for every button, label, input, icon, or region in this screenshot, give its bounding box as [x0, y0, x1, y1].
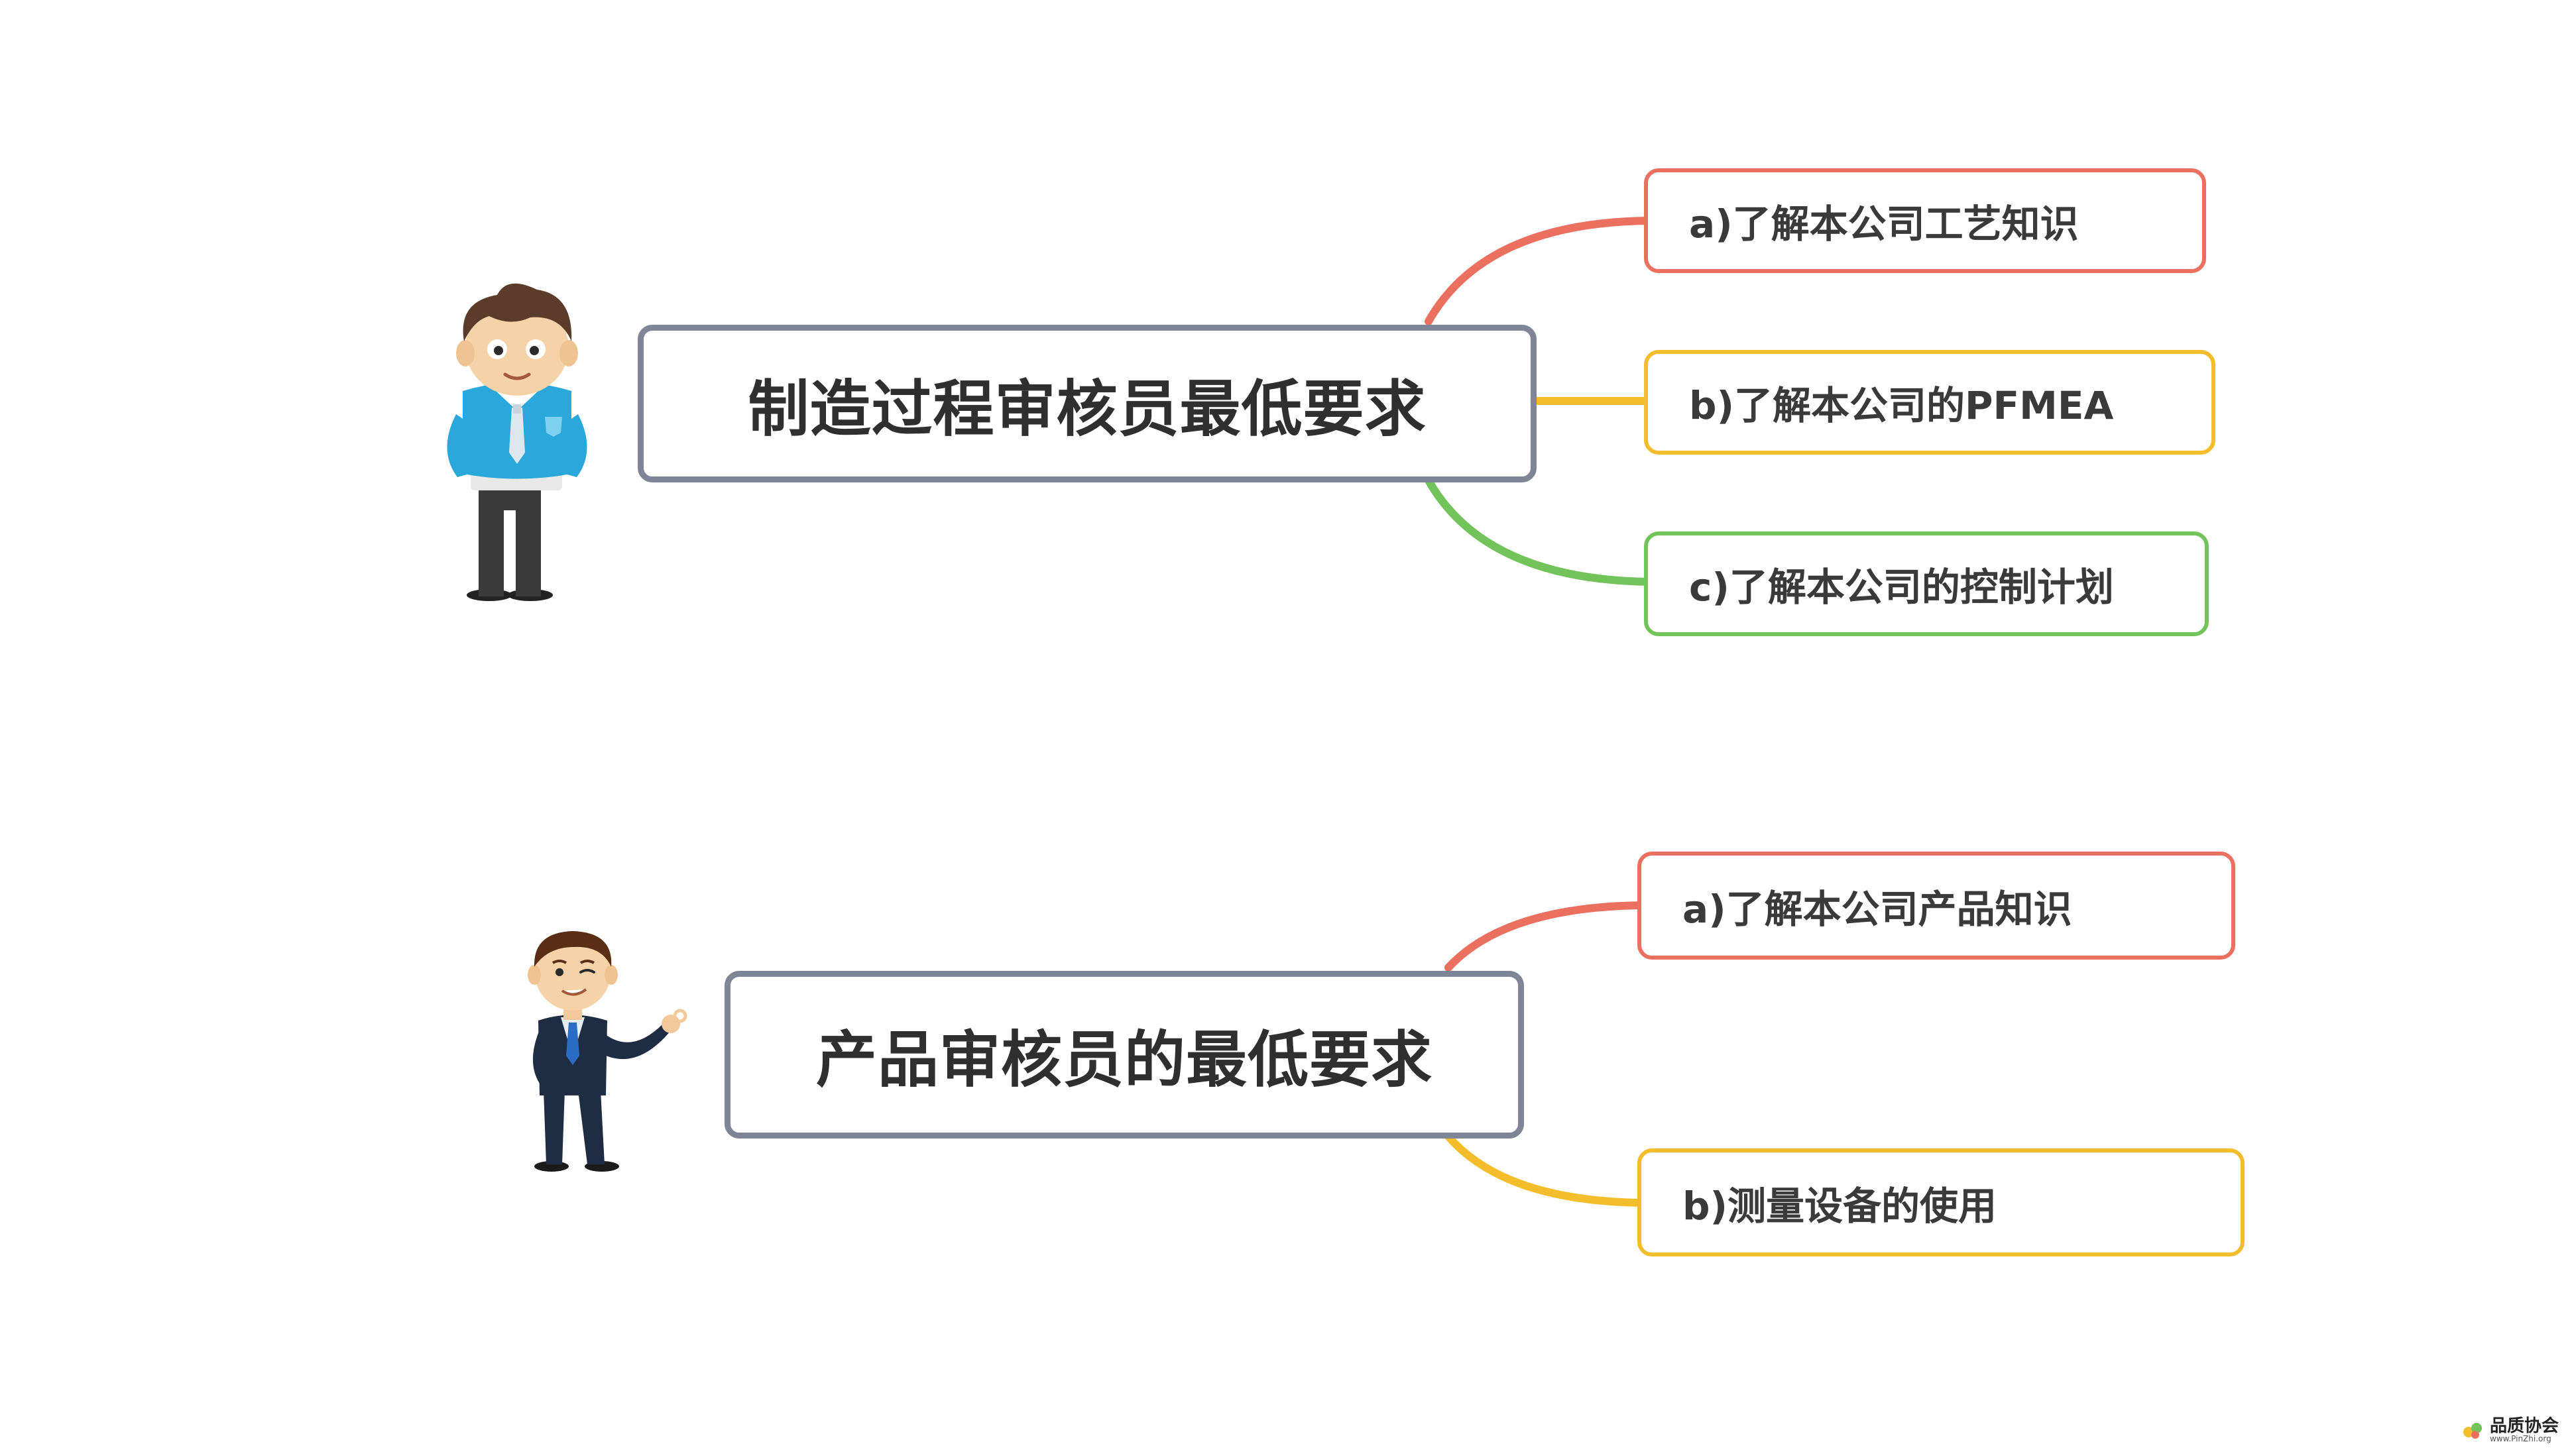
connector-g1-c: [1429, 480, 1651, 582]
watermark-title: 品质协会: [2490, 1418, 2559, 1435]
main-node-product-auditor: 产品审核员的最低要求: [725, 971, 1524, 1139]
child-node-label: a)了解本公司产品知识: [1682, 878, 2072, 934]
cartoon-man-blue-vest-icon: [431, 275, 603, 606]
cartoon-businessman-ok-gesture-icon: [524, 924, 696, 1173]
main-node-process-auditor: 制造过程审核员最低要求: [638, 325, 1537, 482]
connector-g2-b: [1448, 1137, 1644, 1203]
child-node-label: b)测量设备的使用: [1682, 1175, 1997, 1231]
watermark: 品质协会 www.PinZhi.org: [2462, 1418, 2559, 1443]
child-node-pfmea: b)了解本公司的PFMEA: [1644, 350, 2215, 455]
child-node-product-knowledge: a)了解本公司产品知识: [1637, 852, 2235, 960]
pinzhi-logo-icon: [2462, 1420, 2485, 1440]
connector-g2-a: [1448, 905, 1644, 968]
main-node-product-auditor-title: 产品审核员的最低要求: [816, 1011, 1433, 1099]
child-node-label: b)了解本公司的PFMEA: [1689, 374, 2113, 430]
child-node-label: a)了解本公司工艺知识: [1689, 193, 2079, 249]
child-node-process-knowledge: a)了解本公司工艺知识: [1644, 168, 2206, 273]
watermark-text: 品质协会 www.PinZhi.org: [2490, 1418, 2559, 1443]
child-node-measurement-equipment: b)测量设备的使用: [1637, 1148, 2245, 1256]
connector-g1-a: [1429, 221, 1651, 321]
child-node-label: c)了解本公司的控制计划: [1689, 556, 2114, 612]
main-node-process-auditor-title: 制造过程审核员最低要求: [748, 360, 1426, 448]
child-node-control-plan: c)了解本公司的控制计划: [1644, 531, 2209, 636]
watermark-url: www.PinZhi.org: [2490, 1435, 2559, 1443]
